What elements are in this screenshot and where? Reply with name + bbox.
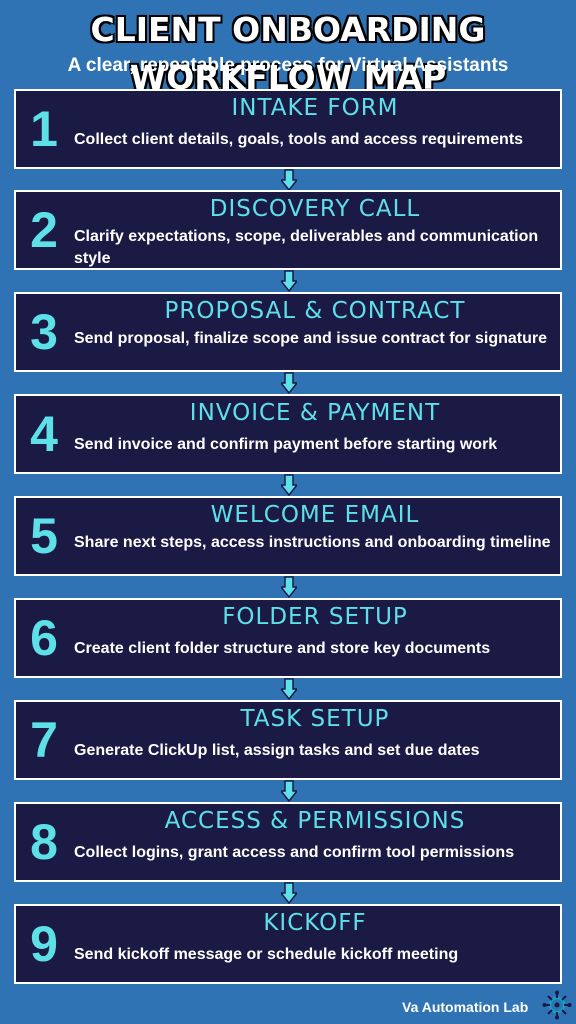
step-title: WELCOME EMAIL: [210, 502, 420, 528]
step-description: Send proposal, finalize scope and issue …: [74, 330, 547, 347]
arrow-down-icon: [281, 882, 297, 904]
step-title: INVOICE & PAYMENT: [189, 400, 441, 426]
gear-network-icon: [542, 990, 572, 1020]
step-box: 7 TASK SETUP Generate ClickUp list, assi…: [14, 700, 562, 780]
step-box: 3 PROPOSAL & CONTRACT Send proposal, fin…: [14, 292, 562, 372]
arrow-down-icon: [281, 780, 297, 802]
step-title: PROPOSAL & CONTRACT: [164, 298, 466, 324]
step-description: Send invoice and confirm payment before …: [74, 436, 498, 453]
step-title: KICKOFF: [263, 910, 367, 936]
step-description: Create client folder structure and store…: [74, 640, 491, 657]
step-number: 6: [30, 610, 58, 666]
step-description: Collect logins, grant access and confirm…: [74, 844, 515, 861]
arrow-down-icon: [281, 270, 297, 292]
step-description: Clarify expectations, scope, deliverable…: [74, 228, 539, 267]
step-description: Send kickoff message or schedule kickoff…: [74, 946, 459, 963]
step-box: 9 KICKOFF Send kickoff message or schedu…: [14, 904, 562, 984]
step-number: 2: [30, 202, 58, 258]
step-number: 5: [30, 508, 58, 564]
arrow-down-icon: [281, 678, 297, 700]
arrow-down-icon: [281, 169, 297, 191]
step-title: DISCOVERY CALL: [209, 196, 421, 222]
step-description: Collect client details, goals, tools and…: [74, 131, 524, 148]
step-title: FOLDER SETUP: [222, 604, 408, 630]
step-title: INTAKE FORM: [231, 95, 399, 121]
footer-brand: Va Automation Lab: [402, 999, 529, 1015]
arrow-down-icon: [281, 474, 297, 496]
step-title: ACCESS & PERMISSIONS: [164, 808, 466, 834]
step-number: 9: [30, 916, 58, 972]
arrow-down-icon: [281, 576, 297, 598]
step-box: 8 ACCESS & PERMISSIONS Collect logins, g…: [14, 802, 562, 882]
step-number: 3: [30, 304, 58, 360]
step-box: 1 INTAKE FORM Collect client details, go…: [14, 89, 562, 169]
step-number: 8: [30, 814, 58, 870]
step-box: 5 WELCOME EMAIL Share next steps, access…: [14, 496, 562, 576]
step-box: 2 DISCOVERY CALL Clarify expectations, s…: [14, 190, 562, 270]
page-subtitle: A clear, repeatable process for Virtual …: [67, 55, 509, 76]
step-number: 1: [30, 101, 58, 157]
step-box: 6 FOLDER SETUP Create client folder stru…: [14, 598, 562, 678]
step-title: TASK SETUP: [240, 706, 390, 732]
step-description: Generate ClickUp list, assign tasks and …: [74, 742, 480, 759]
page-title: CLIENT ONBOARDING WORKFLOW MAP: [90, 10, 486, 97]
step-number: 4: [30, 406, 58, 462]
step-number: 7: [30, 712, 58, 768]
arrow-down-icon: [281, 372, 297, 394]
step-description: Share next steps, access instructions an…: [74, 534, 551, 551]
step-box: 4 INVOICE & PAYMENT Send invoice and con…: [14, 394, 562, 474]
